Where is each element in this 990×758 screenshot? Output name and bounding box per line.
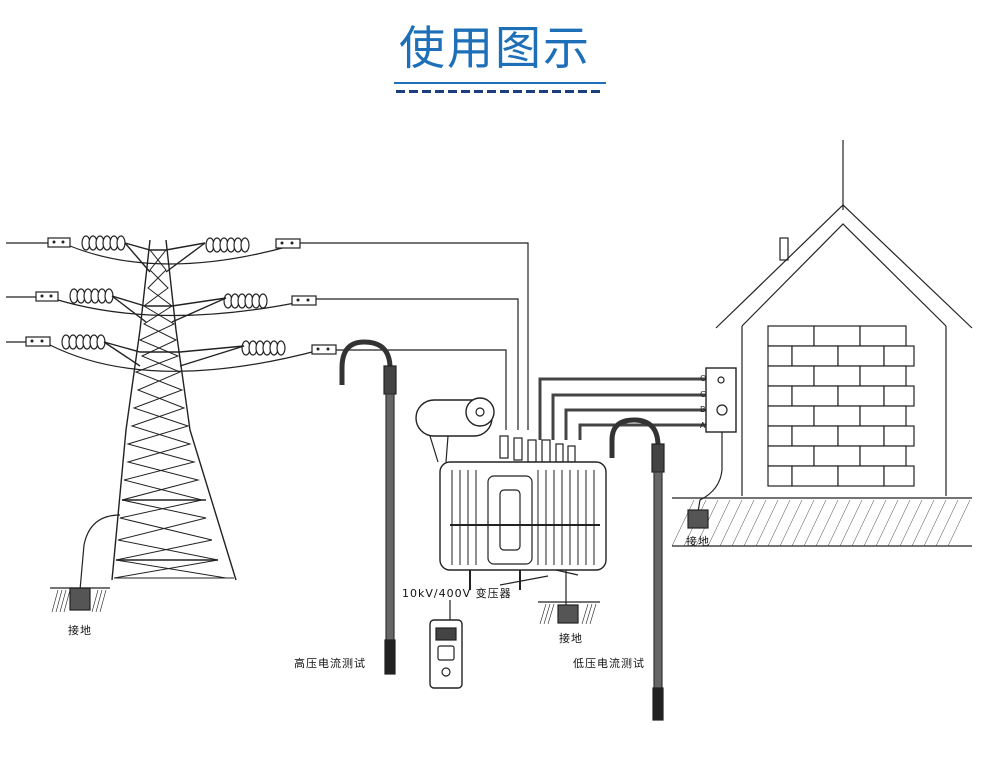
transformer-ground <box>538 570 600 625</box>
power-lines <box>6 242 529 430</box>
transformer-label: 10kV/400V 变压器 <box>402 587 512 600</box>
lattice-tower <box>103 239 245 581</box>
hv-test-clamp <box>339 339 397 675</box>
terminal-labels: O C B A <box>700 374 706 430</box>
insulators <box>61 235 286 356</box>
page-title: 使用图示 <box>399 21 591 75</box>
ground-label-house: 接地 <box>686 535 710 548</box>
ground-label-tower: 接地 <box>68 624 92 637</box>
title-underline <box>394 82 606 84</box>
line-clamps <box>25 237 337 355</box>
terminal-a: A <box>700 421 706 430</box>
low-voltage-lines <box>538 377 706 440</box>
terminal-c: C <box>700 390 706 399</box>
house <box>671 140 973 547</box>
hv-test-label: 高压电流测试 <box>294 657 366 670</box>
terminal-b: B <box>700 405 706 414</box>
tower-ground <box>50 514 121 613</box>
lv-test-clamp <box>609 417 665 721</box>
ground-label-transformer: 接地 <box>559 632 583 645</box>
distribution-box <box>705 367 737 433</box>
clamp-meter-device <box>429 600 463 689</box>
transformer <box>415 397 607 590</box>
title-dashed-divider <box>396 90 604 93</box>
lv-test-label: 低压电流测试 <box>573 657 645 670</box>
terminal-o: O <box>700 374 706 383</box>
house-ground <box>687 432 723 529</box>
